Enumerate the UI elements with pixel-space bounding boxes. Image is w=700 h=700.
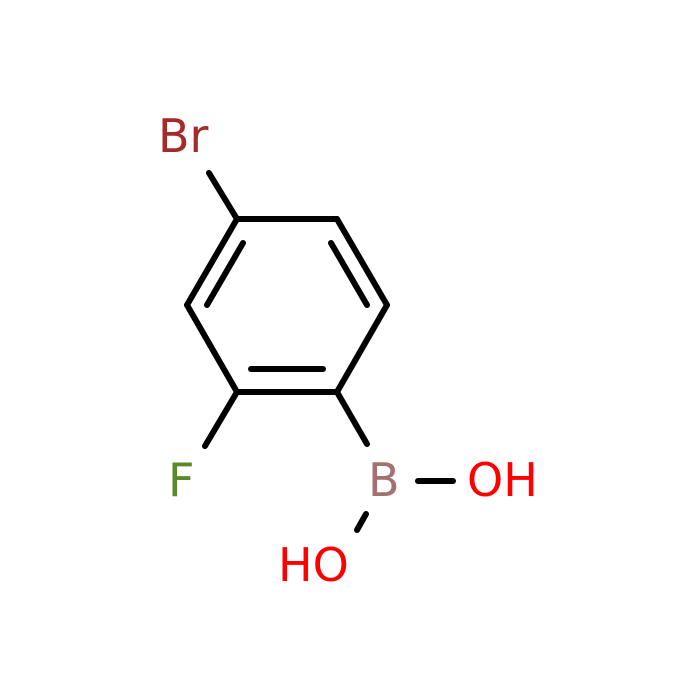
bond-b-oh-bottom: [354, 511, 369, 533]
aromatic-double-bonds: [204, 240, 370, 372]
ring-bond-c3-c4: [334, 302, 390, 395]
atom-label-oh-right: OH: [467, 453, 538, 507]
atom-label-ho-bottom: HO: [278, 538, 349, 592]
ring-bond-c5-c6: [184, 302, 240, 395]
bond-c4-b: [334, 389, 370, 447]
atom-label-br: Br: [158, 109, 209, 163]
bond-c5-f: [202, 389, 240, 449]
atom-label-f: F: [168, 453, 194, 507]
atom-label-b: B: [368, 453, 400, 507]
bond-c1-br: [206, 170, 240, 222]
ring-bond-c6-c1: [184, 216, 240, 308]
inner-double-bond-right: [328, 240, 370, 308]
inner-double-bond-left: [204, 240, 246, 308]
substituent-bonds: [202, 170, 456, 533]
ring-bond-c2-c3: [334, 216, 390, 308]
benzene-ring: [184, 216, 390, 395]
